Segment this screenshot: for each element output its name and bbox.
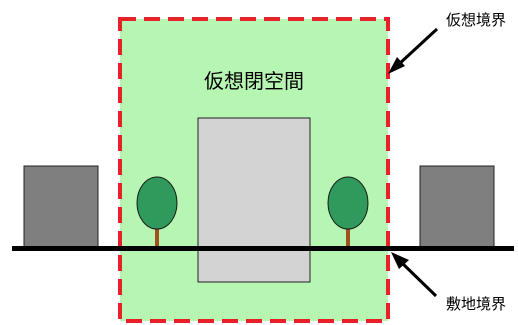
site-boundary-label: 敷地境界 — [446, 295, 506, 313]
arrow-icon — [388, 27, 439, 74]
virtual-closed-space-label: 仮想閉空間 — [204, 69, 304, 93]
tree-icon — [327, 176, 369, 230]
virtual-boundary-label: 仮想境界 — [446, 11, 506, 29]
tree-icon — [136, 176, 178, 230]
neighbor-building-left — [23, 165, 99, 248]
arrow-icon — [391, 252, 438, 298]
tree-trunk — [155, 224, 159, 248]
tree-right — [327, 176, 369, 248]
ground-line — [12, 246, 514, 251]
tree-trunk — [346, 224, 350, 248]
neighbor-building-right — [419, 165, 495, 248]
main-building — [197, 117, 311, 283]
tree-left — [136, 176, 178, 248]
